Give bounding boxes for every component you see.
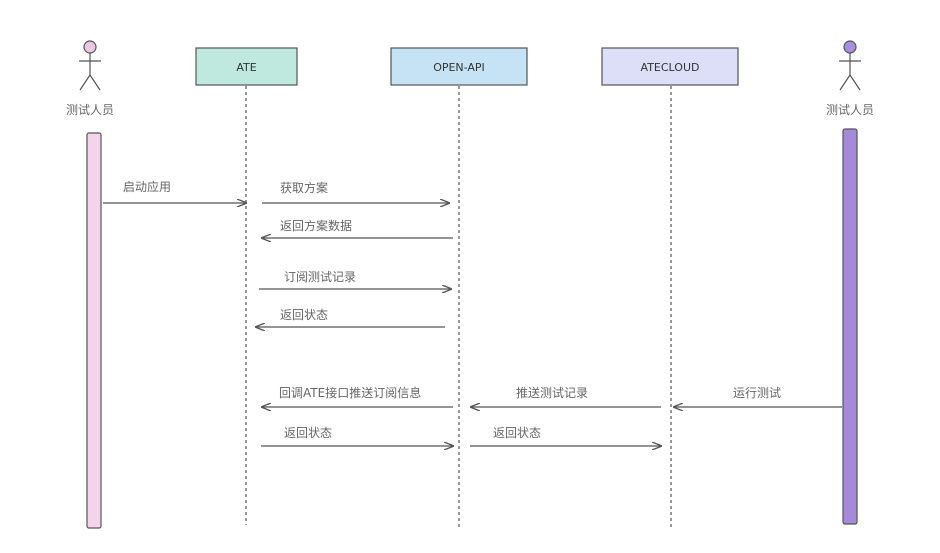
message-4: 订阅测试记录 [259,269,451,289]
message-8: 回调ATE接口推送订阅信息 [262,385,453,407]
participant-label-open-api: OPEN-API [433,61,485,74]
message-label: 返回状态 [493,426,541,440]
message-label: 推送测试记录 [516,385,588,400]
message-label: 启动应用 [123,179,171,194]
participant-ate: ATE [195,47,298,86]
message-label: 返回方案数据 [280,218,352,233]
activation-bar-left [86,132,102,529]
actor-tester-right: 测试人员 [826,40,874,117]
message-label: 运行测试 [733,385,781,400]
message-3: 返回方案数据 [262,218,453,238]
message-6: 运行测试 [674,385,842,407]
message-label: 订阅测试记录 [284,269,356,284]
actor-label-left: 测试人员 [66,102,114,117]
message-2: 获取方案 [262,180,449,203]
actor-tester-left: 测试人员 [66,40,114,117]
participant-atecloud: ATECLOUD [601,47,739,86]
message-10: 返回状态 [470,426,661,446]
actor-label-right: 测试人员 [826,102,874,117]
message-7: 推送测试记录 [471,385,661,407]
message-label: 返回状态 [284,426,332,440]
message-label: 获取方案 [280,180,328,195]
participant-label-ate: ATE [236,61,256,74]
message-9: 返回状态 [261,426,453,446]
message-5: 返回状态 [256,308,445,327]
actor-head [83,40,97,54]
message-1: 启动应用 [103,179,246,203]
participant-label-atecloud: ATECLOUD [641,61,700,74]
actor-head [843,40,857,54]
participant-open-api: OPEN-API [390,47,528,86]
activation-bar-right [842,128,858,525]
message-label: 回调ATE接口推送订阅信息 [279,385,421,400]
message-label: 返回状态 [280,308,328,322]
